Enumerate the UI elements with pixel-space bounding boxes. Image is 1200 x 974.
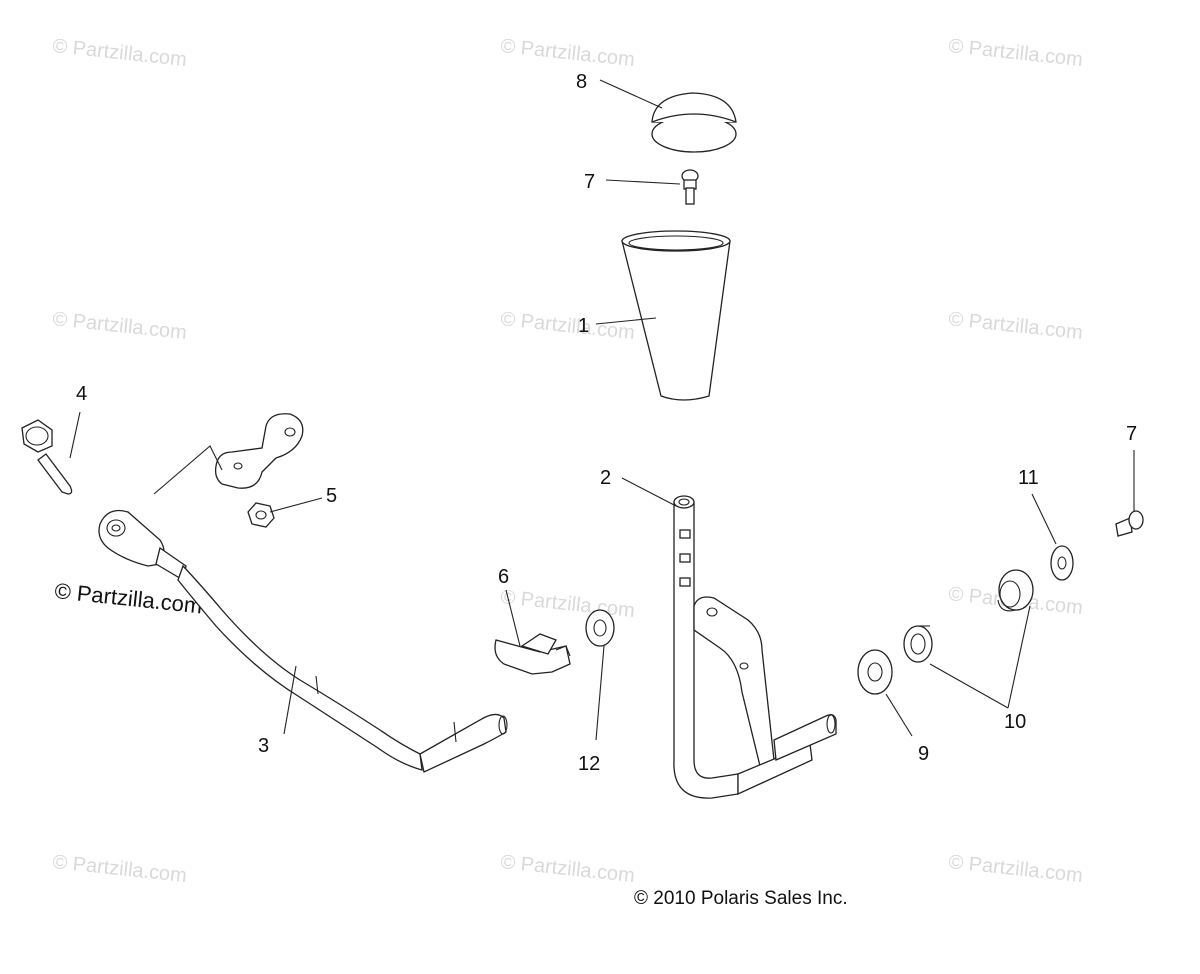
leader-lines (69, 79, 1135, 741)
watermark: © Partzilla.com (51, 35, 187, 71)
callout-4: 4 (76, 383, 87, 405)
part-12-washer (585, 609, 615, 647)
part-4-bolt (21, 419, 73, 495)
part-10-bushing-lower (903, 625, 933, 663)
callout-6: 6 (498, 566, 509, 588)
callout-11: 11 (1018, 467, 1039, 489)
callout-3: 3 (258, 735, 269, 757)
watermark: © Partzilla.com (51, 308, 187, 344)
callout-2: 2 (600, 467, 611, 489)
part-9-washer (857, 649, 893, 695)
part-7-screw-upper (681, 169, 699, 205)
watermark: © Partzilla.com (947, 308, 1083, 344)
watermark: © Partzilla.com (947, 851, 1083, 887)
callout-8: 8 (576, 71, 587, 93)
part-2-shift-lever (673, 495, 837, 799)
part-5-nut (247, 502, 275, 528)
part-3-shift-rod (98, 509, 508, 773)
part-11-washer (1050, 545, 1074, 581)
part-6-clip (494, 633, 571, 675)
watermark: © Partzilla.com (499, 35, 635, 71)
watermark: © Partzilla.com (499, 308, 635, 344)
copyright-notice: © 2010 Polaris Sales Inc. (634, 888, 848, 909)
callout-1: 1 (578, 315, 589, 337)
part-10-bushing-upper (997, 569, 1034, 612)
callout-12: 12 (578, 753, 600, 775)
part-7-screw-right (1115, 510, 1144, 537)
watermark: © Partzilla.com (947, 35, 1083, 71)
callout-7-upper: 7 (584, 171, 595, 193)
watermark: © Partzilla.com (499, 851, 635, 887)
callout-10: 10 (1004, 711, 1026, 733)
callouts: 8 7 1 2 4 5 6 3 12 9 10 11 7 (76, 71, 1137, 775)
callout-7-right: 7 (1126, 423, 1137, 445)
watermark: © Partzilla.com (51, 851, 187, 887)
bracket-left (153, 413, 304, 495)
part-8-knob-cap (651, 92, 737, 153)
part-1-shift-grip (621, 230, 731, 401)
watermark: © Partzilla.com (499, 586, 635, 622)
callout-9: 9 (918, 743, 929, 765)
callout-5: 5 (326, 485, 337, 507)
